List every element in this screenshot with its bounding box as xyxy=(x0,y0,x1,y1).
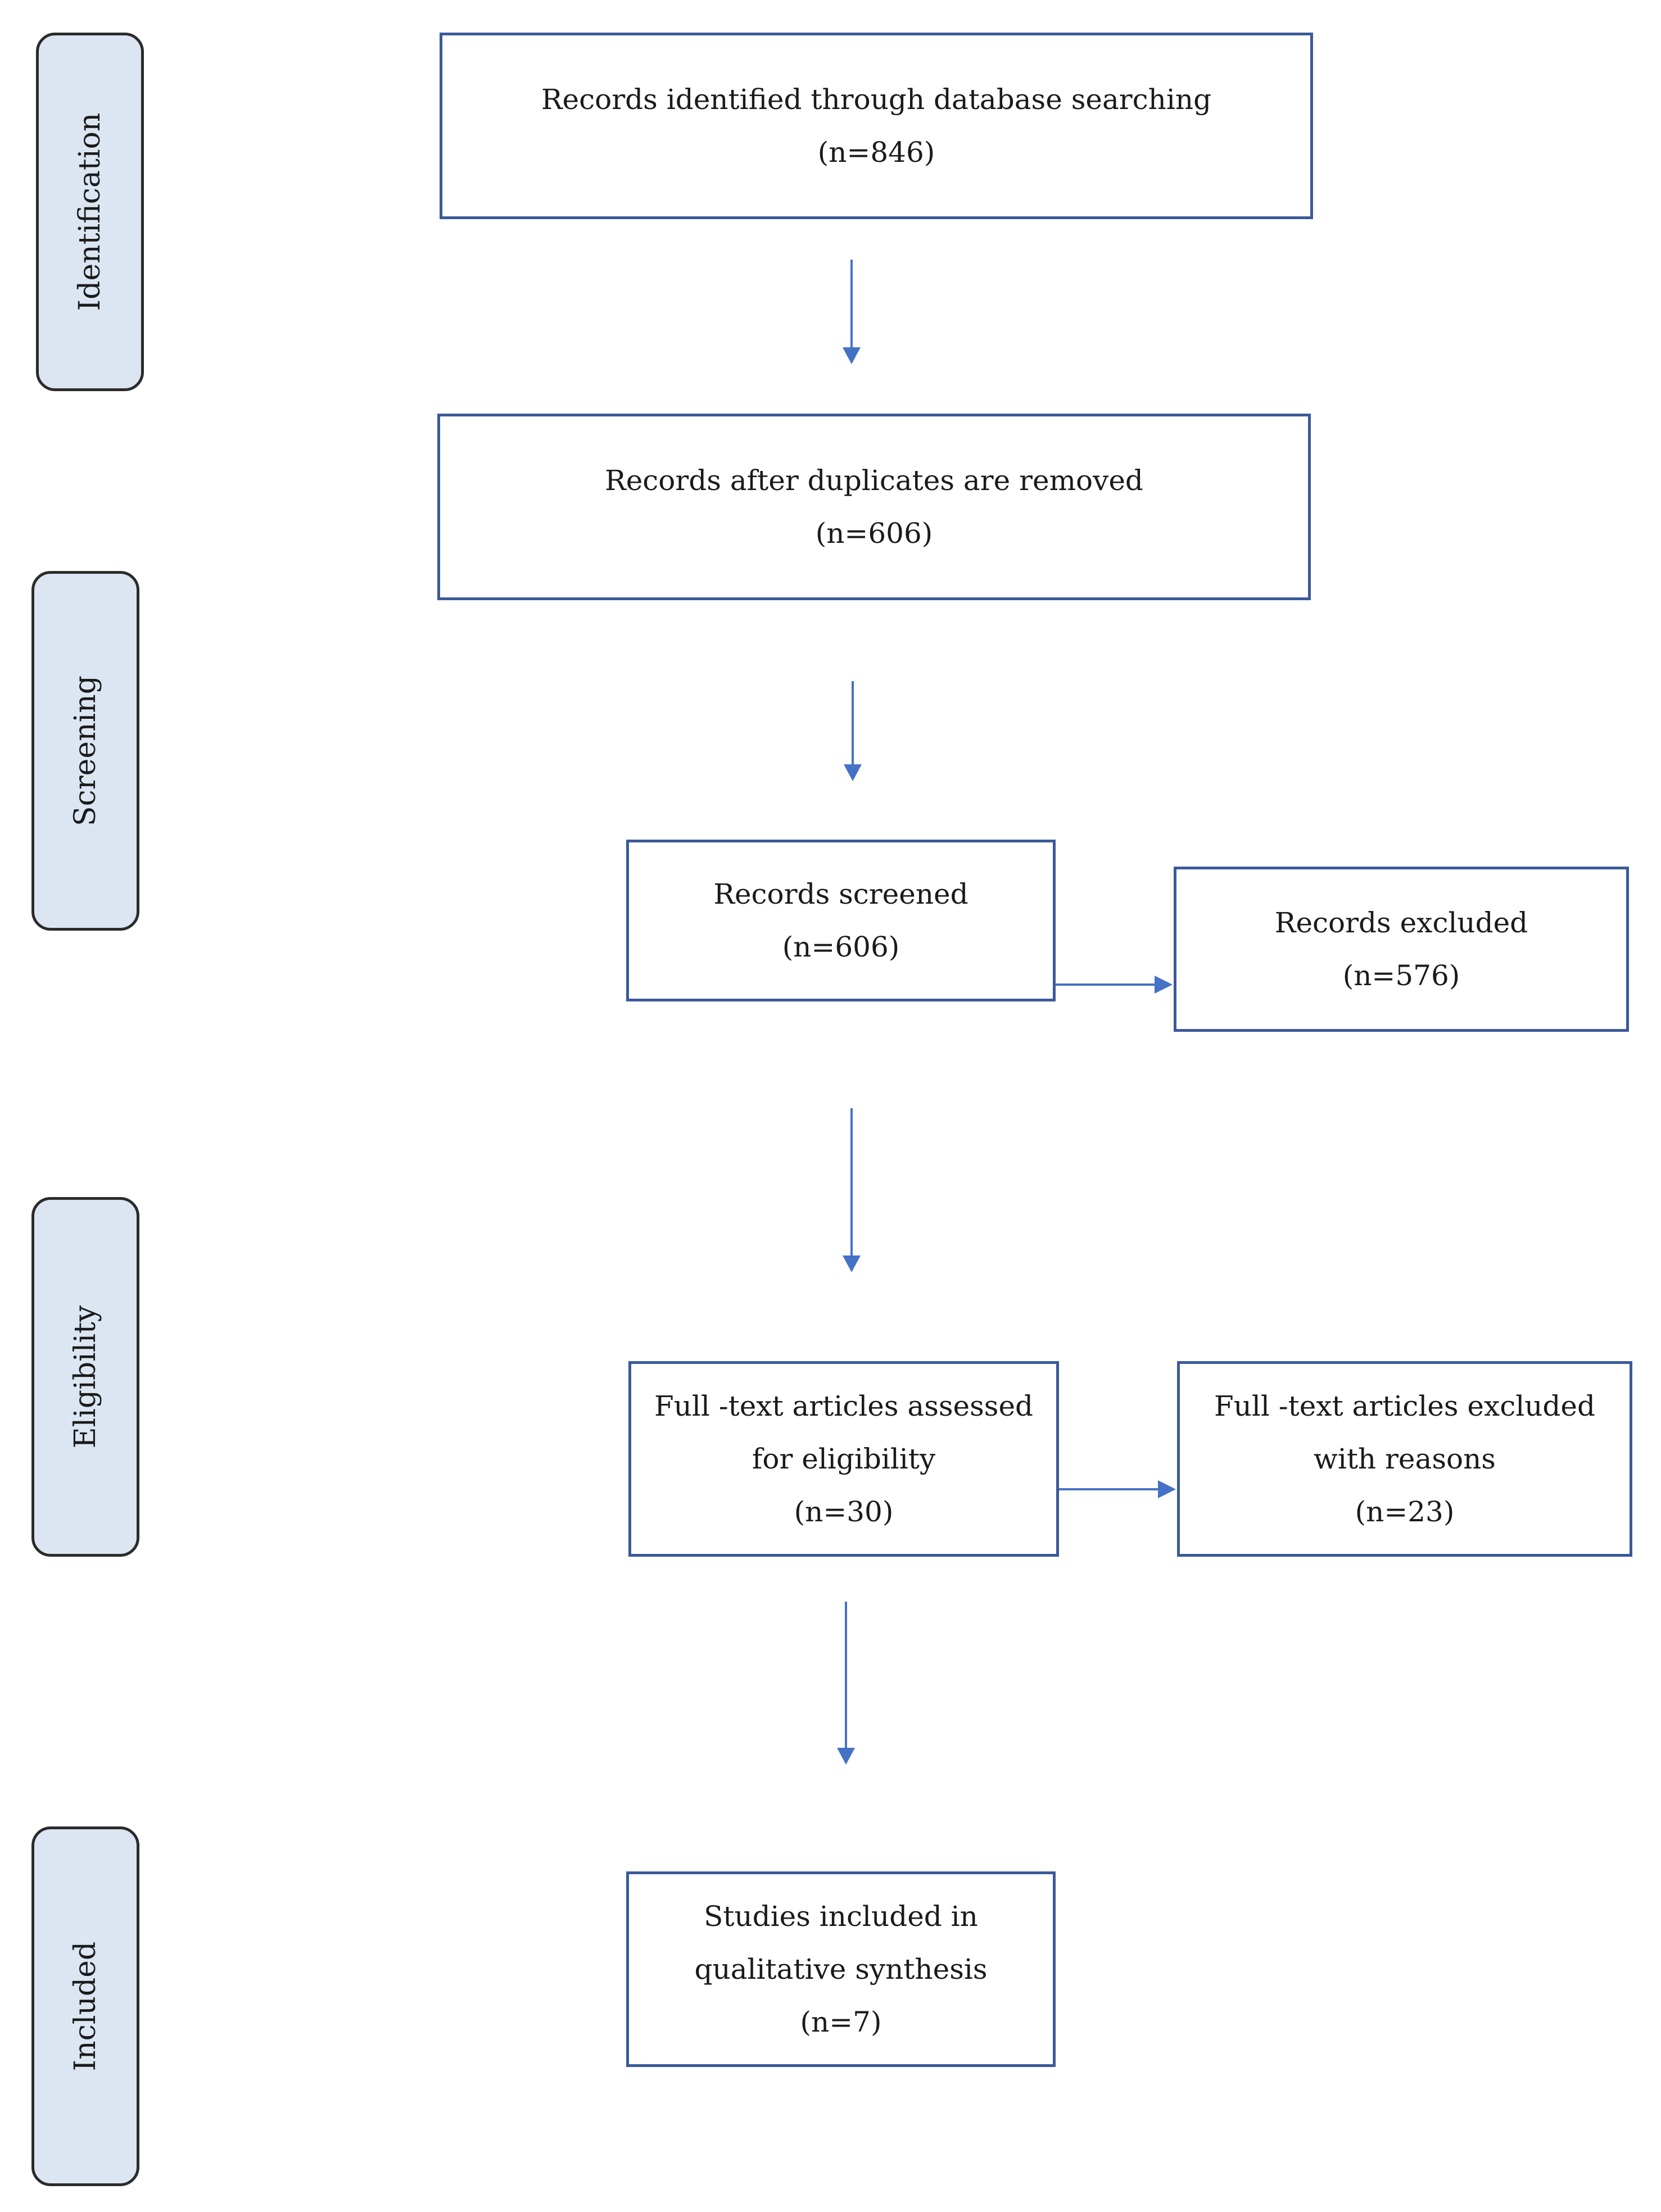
phase-eligibility: Eligibility xyxy=(31,1197,139,1557)
box-records-excluded-count: (n=576) xyxy=(1342,959,1460,992)
box-fulltext-excluded-text2: with reasons xyxy=(1314,1443,1496,1475)
box-records-identified-count: (n=846) xyxy=(817,136,935,169)
box-studies-included-text1: Studies included in xyxy=(704,1900,978,1933)
phase-screening: Screening xyxy=(31,571,139,931)
box-studies-included: Studies included in qualitative synthesi… xyxy=(626,1871,1056,2067)
box-records-deduplicated-count: (n=606) xyxy=(815,517,933,550)
box-fulltext-assessed: Full -text articles assessed for eligibi… xyxy=(628,1361,1059,1557)
arrow-deduplicated-to-screened-head xyxy=(844,764,862,781)
box-records-deduplicated-text: Records after duplicates are removed xyxy=(605,464,1143,497)
arrow-screened-to-fulltext-head xyxy=(843,1255,861,1272)
arrow-identified-to-deduplicated-head xyxy=(843,347,861,364)
box-fulltext-assessed-count: (n=30) xyxy=(794,1495,894,1528)
arrow-screened-to-excluded-head xyxy=(1155,976,1173,994)
phase-included: Included xyxy=(31,1826,139,2186)
box-records-screened-count: (n=606) xyxy=(782,931,900,963)
box-fulltext-excluded-count: (n=23) xyxy=(1355,1495,1455,1528)
arrow-fulltext-to-included-head xyxy=(837,1748,855,1765)
box-records-screened: Records screened (n=606) xyxy=(626,840,1056,1001)
box-records-identified-text: Records identified through database sear… xyxy=(541,83,1212,116)
box-records-deduplicated: Records after duplicates are removed (n=… xyxy=(437,414,1311,600)
box-studies-included-text2: qualitative synthesis xyxy=(694,1953,988,1986)
box-records-screened-text: Records screened xyxy=(713,878,968,910)
box-studies-included-count: (n=7) xyxy=(800,2006,882,2038)
box-fulltext-excluded-text1: Full -text articles excluded xyxy=(1214,1390,1596,1422)
box-records-identified: Records identified through database sear… xyxy=(440,33,1313,219)
box-fulltext-assessed-text2: for eligibility xyxy=(752,1443,936,1475)
box-records-excluded: Records excluded (n=576) xyxy=(1174,867,1629,1032)
arrow-fulltext-to-excluded-head xyxy=(1158,1480,1176,1498)
phase-identification: Identification xyxy=(36,33,144,391)
box-fulltext-assessed-text1: Full -text articles assessed xyxy=(654,1390,1034,1422)
box-fulltext-excluded: Full -text articles excluded with reason… xyxy=(1177,1361,1632,1557)
box-records-excluded-text: Records excluded xyxy=(1274,906,1528,939)
